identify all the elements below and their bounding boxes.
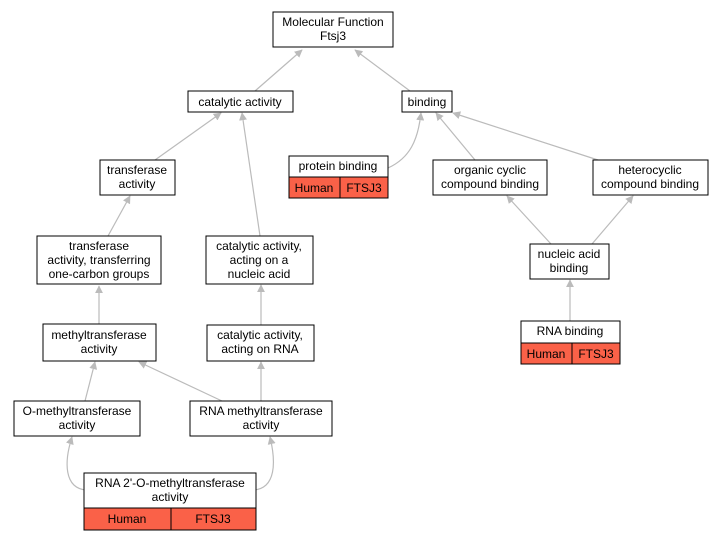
node-label-line: compound binding (441, 177, 539, 191)
node-label-line: activity (59, 418, 96, 432)
node-label-line: nucleic acid (538, 247, 601, 261)
node-label-line: heterocyclic (618, 163, 681, 177)
edge-trans-to-cat (154, 112, 222, 161)
edge-prot-to-bind (387, 112, 425, 169)
node-label-line: acting on RNA (221, 342, 298, 356)
node-label-line: RNA methyltransferase (199, 404, 323, 418)
node-rna-2-o-methyltransferase-activity[interactable]: RNA 2'-O-methyltransferase activity Huma… (83, 472, 257, 531)
edge-tone-to-trans (107, 195, 131, 237)
node-methyltransferase-activity[interactable]: methyltransferase activity (42, 323, 157, 362)
node-label-line: activity, transferring (47, 253, 150, 267)
edge-catna-to-cat (239, 112, 261, 237)
edge-rnamt-to-mt (138, 361, 223, 402)
edge-rna2o-to-rnamt (253, 436, 276, 491)
node-label-line: activity (119, 177, 156, 191)
edge-nab-to-ocb (506, 195, 552, 245)
edge-nab-to-hcb (591, 195, 634, 245)
node-label-line: acting on a (230, 253, 289, 267)
node-catalytic-activity-acting-on-rna[interactable]: catalytic activity, acting on RNA (206, 324, 315, 362)
node-binding[interactable]: binding (401, 90, 453, 113)
annotation-species: Human (108, 512, 147, 526)
node-label-line: organic cyclic (454, 163, 526, 177)
node-label-line: activity (243, 418, 280, 432)
node-label-line: binding (550, 261, 589, 275)
edge-cat-to-mf (254, 49, 303, 92)
node-label-line: RNA 2'-O-methyltransferase (95, 476, 245, 490)
node-label-line: activity (81, 342, 118, 356)
annotation-gene: FTSJ3 (578, 347, 614, 361)
node-label-line: one-carbon groups (49, 267, 150, 281)
node-label-line: transferase (107, 163, 167, 177)
edge-ocb-to-bind (435, 112, 476, 161)
node-label-line: Ftsj3 (320, 29, 346, 43)
edges (65, 49, 634, 491)
edge-bind-to-mf (354, 49, 411, 92)
annotation-species: Human (295, 181, 334, 195)
node-label-line: Molecular Function (282, 15, 383, 29)
node-label-line: catalytic activity (198, 95, 281, 109)
node-catalytic-activity[interactable]: catalytic activity (187, 90, 294, 113)
node-label-line: binding (408, 95, 447, 109)
node-label-line: protein binding (299, 159, 378, 173)
node-transferase-activity[interactable]: transferase activity (99, 159, 176, 196)
annotation-species: Human (527, 347, 566, 361)
node-rna-binding[interactable]: RNA binding Human FTSJ3 (520, 320, 621, 365)
node-label-line: catalytic activity, (216, 239, 302, 253)
edge-omt-to-mt (84, 361, 98, 402)
node-o-methyltransferase-activity[interactable]: O-methyltransferase activity (13, 400, 141, 437)
node-organic-cyclic-compound-binding[interactable]: organic cyclic compound binding (432, 159, 548, 196)
node-protein-binding[interactable]: protein binding Human FTSJ3 (288, 155, 389, 199)
annotation-gene: FTSJ3 (346, 181, 382, 195)
node-label-line: compound binding (601, 177, 699, 191)
edge-rna2o-to-omt (65, 436, 87, 491)
node-heterocyclic-compound-binding[interactable]: heterocyclic compound binding (592, 159, 709, 196)
node-label-line: nucleic acid (228, 267, 291, 281)
node-label-line: O-methyltransferase (23, 404, 132, 418)
node-nucleic-acid-binding[interactable]: nucleic acid binding (529, 243, 610, 280)
edge-hcb-to-bind (452, 111, 599, 161)
node-label-line: activity (152, 490, 189, 504)
node-label-line: methyltransferase (51, 328, 147, 342)
node-molecular-function[interactable]: Molecular Function Ftsj3 (272, 11, 394, 48)
node-label-line: transferase (69, 239, 129, 253)
node-label-line: catalytic activity, (217, 328, 303, 342)
node-catalytic-activity-acting-on-nucleic-acid[interactable]: catalytic activity, acting on a nucleic … (205, 235, 314, 285)
node-rna-methyltransferase-activity[interactable]: RNA methyltransferase activity (189, 400, 333, 437)
annotation-gene: FTSJ3 (195, 512, 231, 526)
node-label-line: RNA binding (537, 324, 604, 338)
node-transferase-one-carbon[interactable]: transferase activity, transferring one-c… (36, 235, 162, 285)
